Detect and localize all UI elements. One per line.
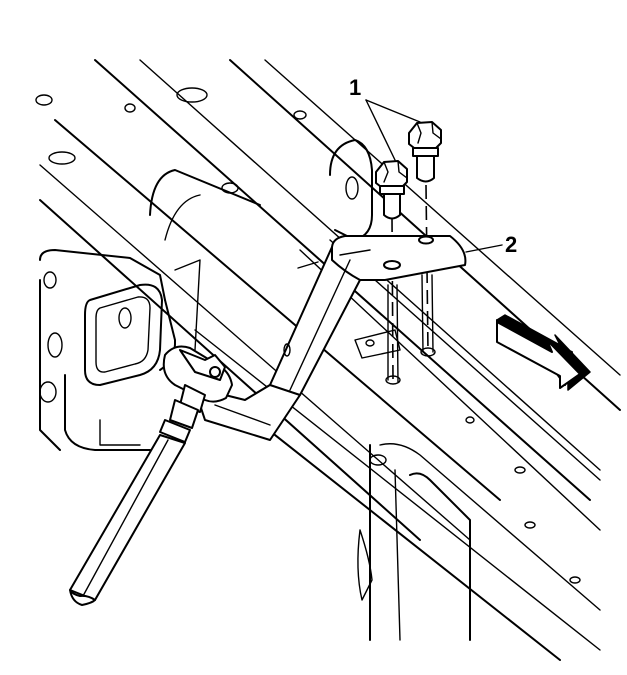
callout-2-label: 2 bbox=[505, 232, 517, 257]
callout-2: 2 bbox=[465, 232, 517, 257]
bolt-right bbox=[408, 121, 442, 183]
position-sensor bbox=[69, 345, 233, 606]
callout-1-label: 1 bbox=[349, 75, 361, 100]
bolt-left bbox=[375, 160, 408, 220]
frame-mount-holes bbox=[297, 261, 436, 385]
direction-arrow-icon bbox=[496, 314, 591, 391]
callout-1: 1 bbox=[349, 75, 421, 161]
sensor-bracket bbox=[199, 235, 467, 441]
